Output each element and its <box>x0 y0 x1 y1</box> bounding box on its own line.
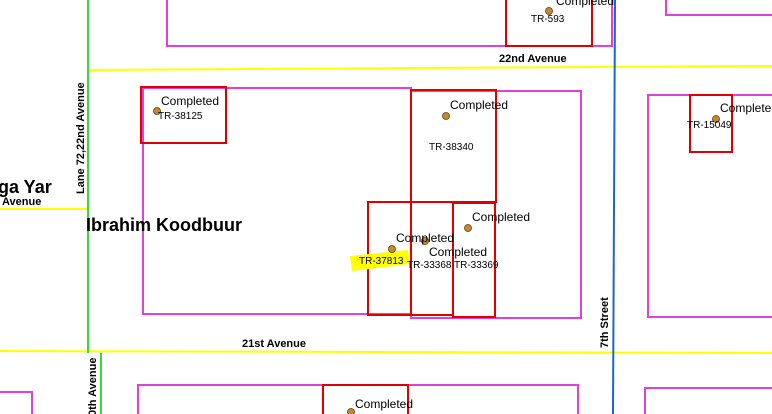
plot-boundary-bottom[interactable] <box>322 384 409 414</box>
avenue-22nd-line[interactable] <box>87 65 772 71</box>
avenue-left-label: Avenue <box>2 196 41 208</box>
plot-33368-status: Completed <box>429 245 487 259</box>
plot-33369-status: Completed <box>472 210 530 224</box>
highlight-segment <box>350 250 410 271</box>
parcel-top-left[interactable] <box>166 0 613 47</box>
plot-15049-id: TR-15049 <box>687 120 732 131</box>
plot-id-layer: TR-593 TR-38125 TR-38340 TR-15049 TR-378… <box>158 14 732 271</box>
lane-72-label: Lane 72,22nd Avenue <box>75 82 87 194</box>
area-name-label: Ibrahim Koodbuur <box>86 215 242 235</box>
plot-38125-status: Completed <box>161 94 219 108</box>
plot-boundary-593[interactable] <box>505 0 593 47</box>
avenue-22nd-label: 22nd Avenue <box>499 53 567 65</box>
plot-38340-id: TR-38340 <box>429 142 474 153</box>
plot-bottom-status: Completed <box>355 397 413 411</box>
plot-15049-point-icon[interactable] <box>712 115 720 123</box>
status-label-layer: Completed Completed Completed Completed … <box>161 0 772 411</box>
plot-boundary-33369[interactable] <box>452 202 496 318</box>
plot-37813-point-icon[interactable] <box>388 245 396 253</box>
plot-boundary-15049[interactable] <box>689 94 733 153</box>
parcel-bottom-right[interactable] <box>644 387 772 414</box>
plot-33369-id: TR-33369 <box>454 260 499 271</box>
road-label-layer: 22nd Avenue 21st Avenue Avenue 7th Stree… <box>2 53 611 414</box>
plot-33368-point-icon[interactable] <box>421 237 429 245</box>
street-7th-label: 7th Street <box>599 297 611 348</box>
plot-38125-point-icon[interactable] <box>153 107 161 115</box>
marker-layer <box>153 7 720 414</box>
plot-593-id: TR-593 <box>531 14 565 25</box>
plot-boundary-38125[interactable] <box>140 86 227 144</box>
avenue-21st-line[interactable] <box>0 350 772 354</box>
plot-593-status: Completed <box>556 0 614 8</box>
plot-38340-point-icon[interactable] <box>442 112 450 120</box>
plot-37813-id: TR-37813 <box>359 256 404 267</box>
plot-38125-id: TR-38125 <box>158 111 203 122</box>
plot-bottom-point-icon[interactable] <box>347 408 355 414</box>
avenue-bottom-left-label: 0th Avenue <box>87 358 99 414</box>
avenue-21st-label: 21st Avenue <box>242 338 306 350</box>
street-7th-line[interactable] <box>612 0 616 414</box>
parcel-bottom-left-edge[interactable] <box>0 391 33 414</box>
plot-593-point-icon[interactable] <box>545 7 553 15</box>
plot-37813-status: Completed <box>396 231 454 245</box>
area-left-label: ga Yar <box>0 177 52 197</box>
parcel-top-right[interactable] <box>665 0 772 16</box>
plot-33369-point-icon[interactable] <box>464 224 472 232</box>
plot-38340-status: Completed <box>450 98 508 112</box>
plot-15049-status: Completed <box>720 101 772 115</box>
plot-33368-id: TR-33368 <box>407 260 452 271</box>
